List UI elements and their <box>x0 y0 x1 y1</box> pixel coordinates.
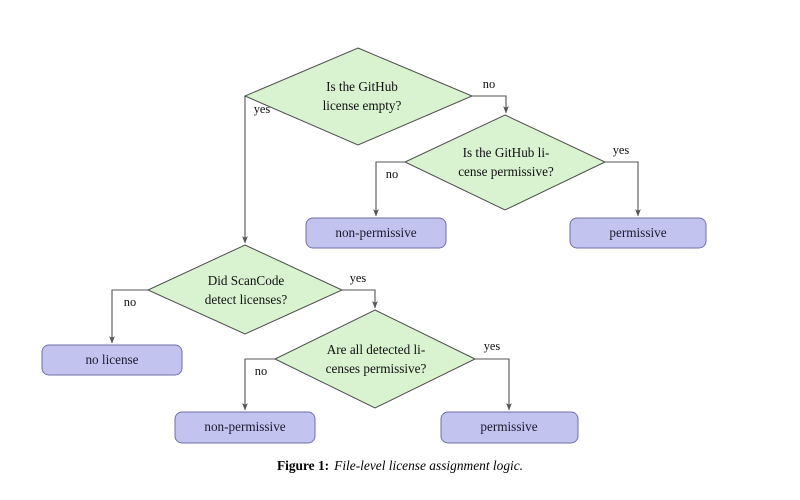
edge-label-yes: yes <box>613 143 630 157</box>
diamond-shape <box>273 309 477 409</box>
terminal-node-permissive-scancode[interactable]: permissive <box>440 411 579 444</box>
diamond-shape <box>243 47 474 146</box>
figure-caption-label: Figure 1: <box>276 458 330 473</box>
edge-d3-no-to-no-license: no <box>109 289 148 344</box>
edge-d4-no-to-non-permissive: no <box>242 358 275 411</box>
decision-text-line2: censes permissive? <box>326 361 427 376</box>
terminal-node-non-permissive-github[interactable]: non-permissive <box>305 217 447 249</box>
decision-text-line1: Are all detected li- <box>327 342 426 357</box>
decision-text-line2: license empty? <box>323 98 402 113</box>
edge-line <box>605 161 641 217</box>
edge-d1-yes-to-scancode: yes <box>242 96 270 244</box>
edge-label-no: no <box>255 364 267 378</box>
edge-d4-yes-to-permissive: yes <box>475 339 512 411</box>
edge-line <box>242 358 275 411</box>
edge-line <box>472 95 509 114</box>
rounded-box-shape <box>41 344 183 376</box>
edge-label-yes: yes <box>350 271 367 285</box>
diamond-shape <box>146 244 344 335</box>
edge-label-no: no <box>386 167 398 181</box>
edge-line <box>373 161 405 217</box>
decision-node-all-detected-licenses-permissive[interactable]: Are all detected li- censes permissive? <box>273 309 477 409</box>
rounded-box-shape <box>174 411 316 444</box>
edge-d2-yes-to-permissive: yes <box>605 143 641 217</box>
edge-line <box>475 358 512 411</box>
diamond-shape <box>403 114 607 211</box>
decision-text-line1: Did ScanCode <box>208 273 285 288</box>
terminal-node-permissive-github[interactable]: permissive <box>569 217 707 249</box>
terminal-label: permissive <box>609 225 666 240</box>
edge-label-no: no <box>483 77 495 91</box>
decision-text-line1: Is the GitHub li- <box>463 145 550 160</box>
figure-caption: Figure 1: File-level license assignment l… <box>0 458 800 474</box>
decision-node-scancode-detect-licenses[interactable]: Did ScanCode detect licenses? <box>146 244 344 335</box>
decision-text-line2: detect licenses? <box>205 292 288 307</box>
terminal-label: no license <box>85 352 138 367</box>
edge-label-yes: yes <box>484 339 501 353</box>
decision-text-line2: cense permissive? <box>458 164 554 179</box>
edge-d1-no-to-github-permissive: no <box>472 77 509 114</box>
terminal-label: non-permissive <box>204 419 285 434</box>
figure-caption-text: File-level license assignment logic. <box>334 458 524 473</box>
decision-node-github-license-permissive[interactable]: Is the GitHub li- cense permissive? <box>403 114 607 211</box>
terminal-node-no-license[interactable]: no license <box>41 344 183 376</box>
rounded-box-shape <box>305 217 447 249</box>
rounded-box-shape <box>440 411 579 444</box>
edge-d3-yes-to-all-detected: yes <box>342 271 378 309</box>
edge-d2-no-to-non-permissive: no <box>373 161 405 217</box>
decision-node-github-license-empty[interactable]: Is the GitHub license empty? <box>243 47 474 146</box>
edge-line <box>109 289 148 344</box>
terminal-label: permissive <box>480 419 537 434</box>
edge-label-no: no <box>124 295 136 309</box>
rounded-box-shape <box>569 217 707 249</box>
edge-line <box>342 289 378 309</box>
terminal-label: non-permissive <box>335 225 416 240</box>
terminal-node-non-permissive-scancode[interactable]: non-permissive <box>174 411 316 444</box>
decision-text-line1: Is the GitHub <box>326 79 398 94</box>
